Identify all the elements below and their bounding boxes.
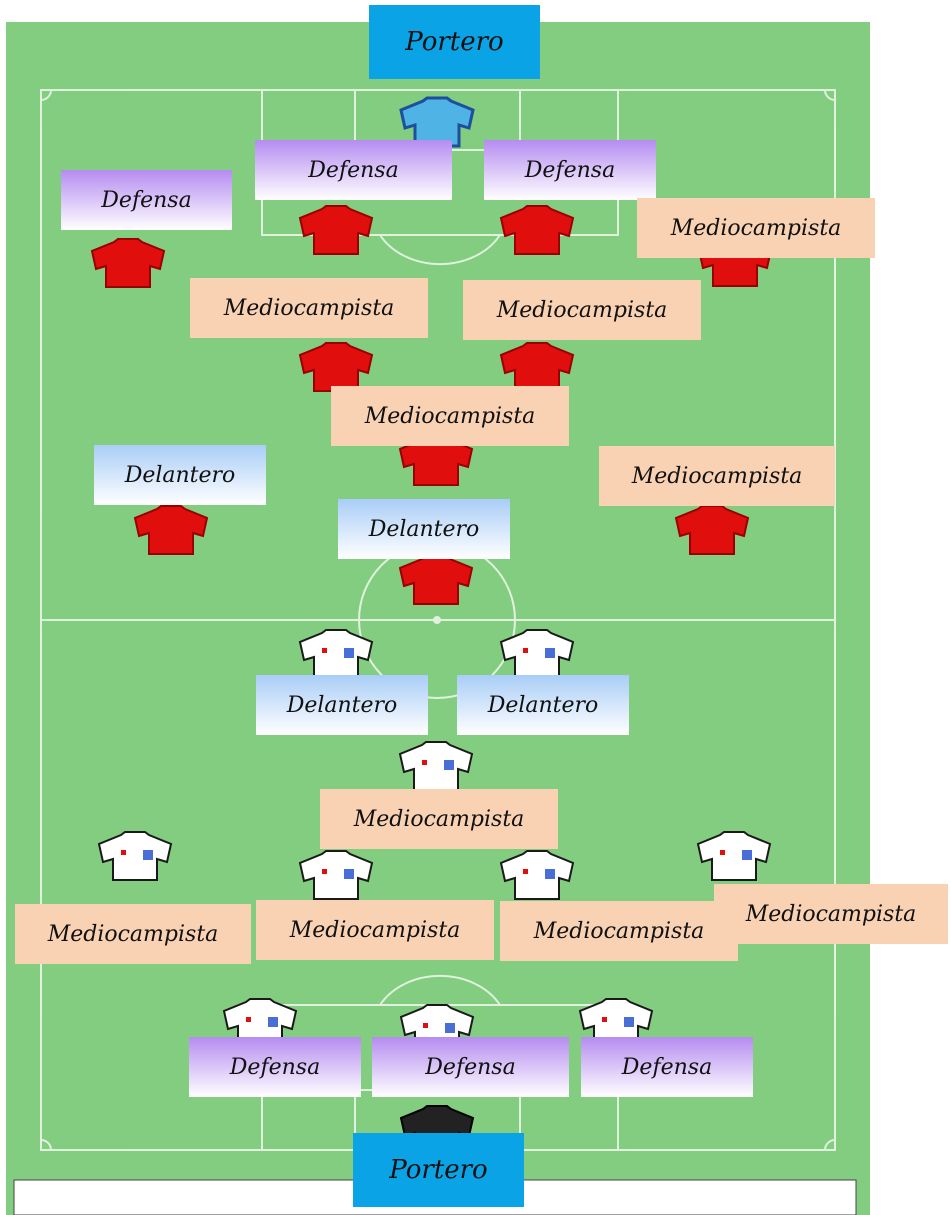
corner-arc-bl (40, 1139, 52, 1151)
bottom-defender-shirt (400, 1004, 474, 1054)
top-penalty-arc (379, 234, 501, 266)
bottom-delantero-label: Delantero (457, 675, 629, 735)
bottom-midfielder-shirt (98, 831, 172, 881)
bottom-defensa-label: Defensa (189, 1037, 361, 1097)
top-delantero-label: Delantero (94, 445, 266, 505)
top-mediocampista-label: Mediocampista (463, 280, 701, 340)
top-portero-label: Portero (369, 5, 540, 79)
bottom-mediocampista-label: Mediocampista (256, 900, 494, 960)
top-delantero-label: Delantero (338, 499, 510, 559)
corner-arc-br (824, 1139, 836, 1151)
bottom-defensa-label: Defensa (372, 1037, 569, 1097)
top-defensa-label: Defensa (255, 140, 452, 200)
bottom-midfielder-shirt (399, 741, 473, 791)
bottom-mediocampista-label: Mediocampista (714, 884, 948, 944)
bottom-defender-shirt (223, 998, 297, 1048)
bottom-portero-label: Portero (353, 1133, 524, 1207)
bottom-penalty-arc (379, 974, 501, 1006)
bottom-midfielder-shirt (697, 831, 771, 881)
top-mediocampista-label: Mediocampista (331, 386, 569, 446)
top-mediocampista-label: Mediocampista (190, 278, 428, 338)
bottom-midfielder-shirt (500, 850, 574, 900)
top-mediocampista-label: Mediocampista (637, 198, 875, 258)
bottom-mediocampista-label: Mediocampista (500, 901, 738, 961)
bottom-delantero-label: Delantero (256, 675, 428, 735)
bottom-mediocampista-label: Mediocampista (15, 904, 251, 964)
bottom-forward-shirt (500, 629, 574, 679)
top-defensa-label: Defensa (61, 170, 232, 230)
bottom-defensa-label: Defensa (581, 1037, 753, 1097)
corner-arc-tr (824, 89, 836, 101)
corner-arc-tl (40, 89, 52, 101)
bottom-midfielder-shirt (299, 850, 373, 900)
top-mediocampista-label: Mediocampista (599, 446, 835, 506)
top-defensa-label: Defensa (484, 140, 656, 200)
bottom-forward-shirt (299, 629, 373, 679)
bottom-mediocampista-label: Mediocampista (320, 789, 558, 849)
center-spot (433, 616, 441, 624)
bottom-defender-shirt (579, 998, 653, 1048)
